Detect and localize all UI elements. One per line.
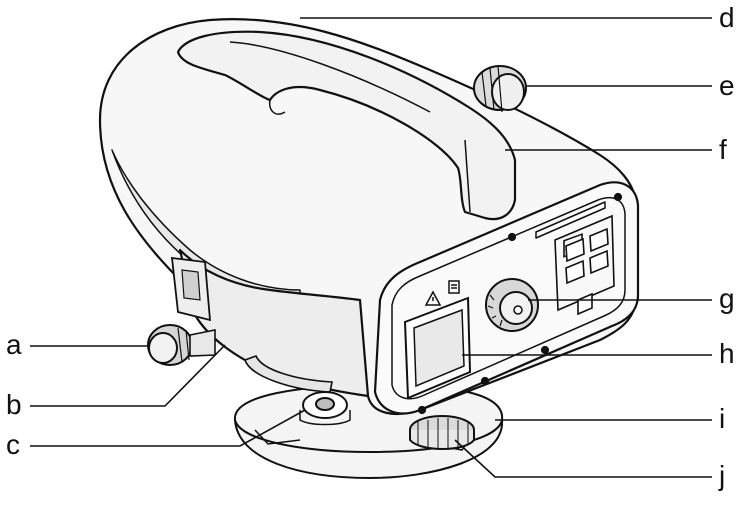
horizontal-circle [244, 354, 333, 393]
leader-line-b [30, 344, 226, 407]
measure-knob [485, 278, 539, 332]
side-window [170, 256, 212, 322]
leader-line-c [30, 409, 306, 447]
horizontal-drive-knob [147, 324, 216, 366]
warning-icon [424, 290, 442, 306]
callout-label-b: b [6, 389, 22, 420]
callout-label-g: g [719, 283, 735, 314]
focusing-knob [473, 65, 527, 113]
footscrew [409, 415, 475, 450]
callout-label-j: j [719, 460, 726, 491]
callout-label-d: d [719, 2, 735, 33]
carrying-handle [176, 30, 517, 221]
circular-bubble [299, 391, 351, 426]
callout-label-i: i [719, 403, 726, 434]
manual-icon [448, 280, 460, 294]
callout-label-a: a [6, 329, 22, 360]
leader-line-j [454, 439, 712, 478]
display-screen [403, 296, 472, 400]
leader-lines [30, 17, 712, 478]
callout-label-e: e [719, 70, 735, 101]
callout-label-f: f [719, 134, 727, 165]
callout-label-c: c [6, 429, 20, 460]
keypad [554, 214, 615, 316]
callout-label-h: h [719, 338, 735, 369]
